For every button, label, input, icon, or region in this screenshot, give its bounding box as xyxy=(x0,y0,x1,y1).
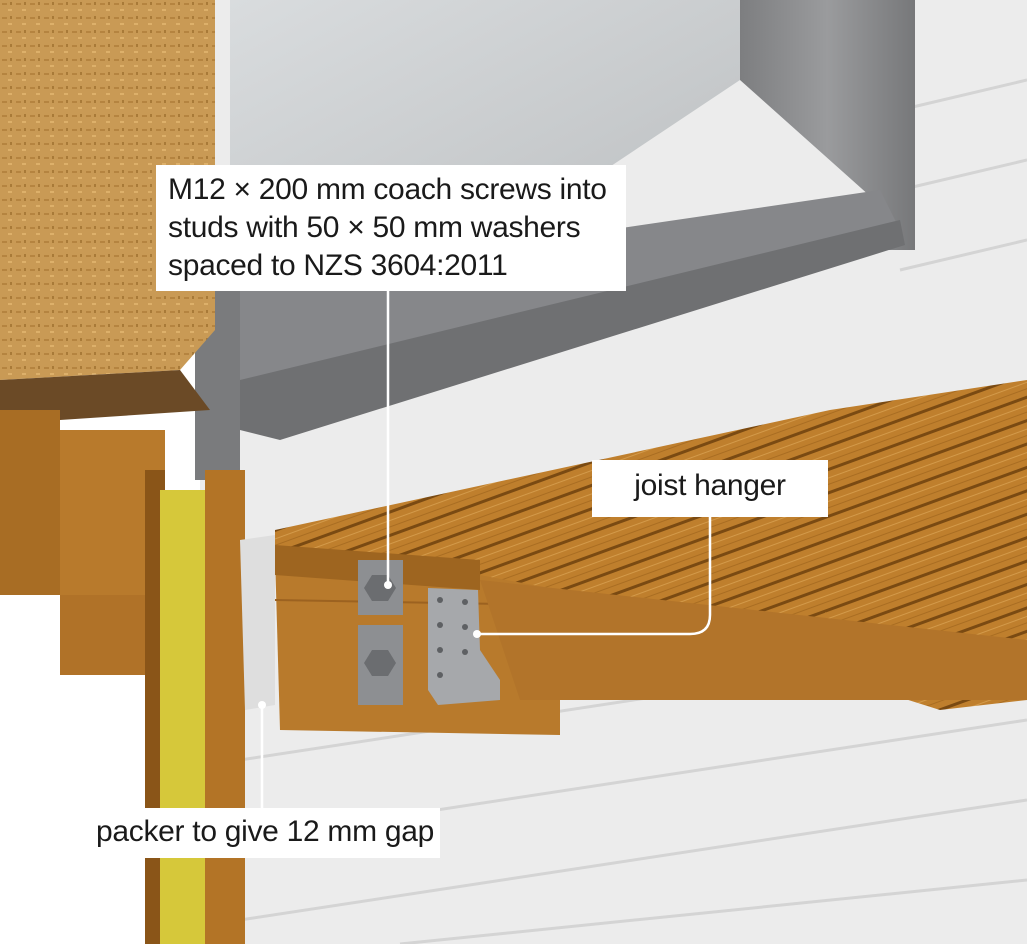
window-sill-lip xyxy=(240,220,905,440)
wall-framing-left xyxy=(0,595,60,944)
leader-dot-packer xyxy=(258,701,266,709)
callout-packer: packer to give 12 mm gap xyxy=(84,808,440,858)
callout-coach-screws-line-2: studs with 50 × 50 mm washers xyxy=(168,211,581,244)
building-wrap xyxy=(160,490,210,944)
leader-dot-joist-hanger xyxy=(473,630,481,638)
cavity-batten xyxy=(205,470,245,944)
leader-dot-coach-screws xyxy=(384,581,392,589)
leader-joist-hanger xyxy=(477,517,712,636)
boundary-joist xyxy=(0,410,60,595)
window-frame-right xyxy=(740,0,915,250)
packer xyxy=(240,535,275,710)
deck-joist xyxy=(480,580,1027,700)
callout-coach-screws-line-1: M12 × 200 mm coach screws into xyxy=(168,173,607,206)
callout-joist-hanger: joist hanger xyxy=(592,460,828,517)
joist-hanger-nail-holes xyxy=(437,597,468,678)
leader-lines xyxy=(260,291,712,808)
coach-screw-head-bottom xyxy=(364,650,396,676)
joist-hanger-plate xyxy=(428,588,500,705)
callout-coach-screws-line-3: spaced to NZS 3604:2011 xyxy=(168,249,508,282)
floor-sheet-edge xyxy=(0,370,210,420)
callout-coach-screws: M12 × 200 mm coach screws into studs wit… xyxy=(156,165,626,291)
